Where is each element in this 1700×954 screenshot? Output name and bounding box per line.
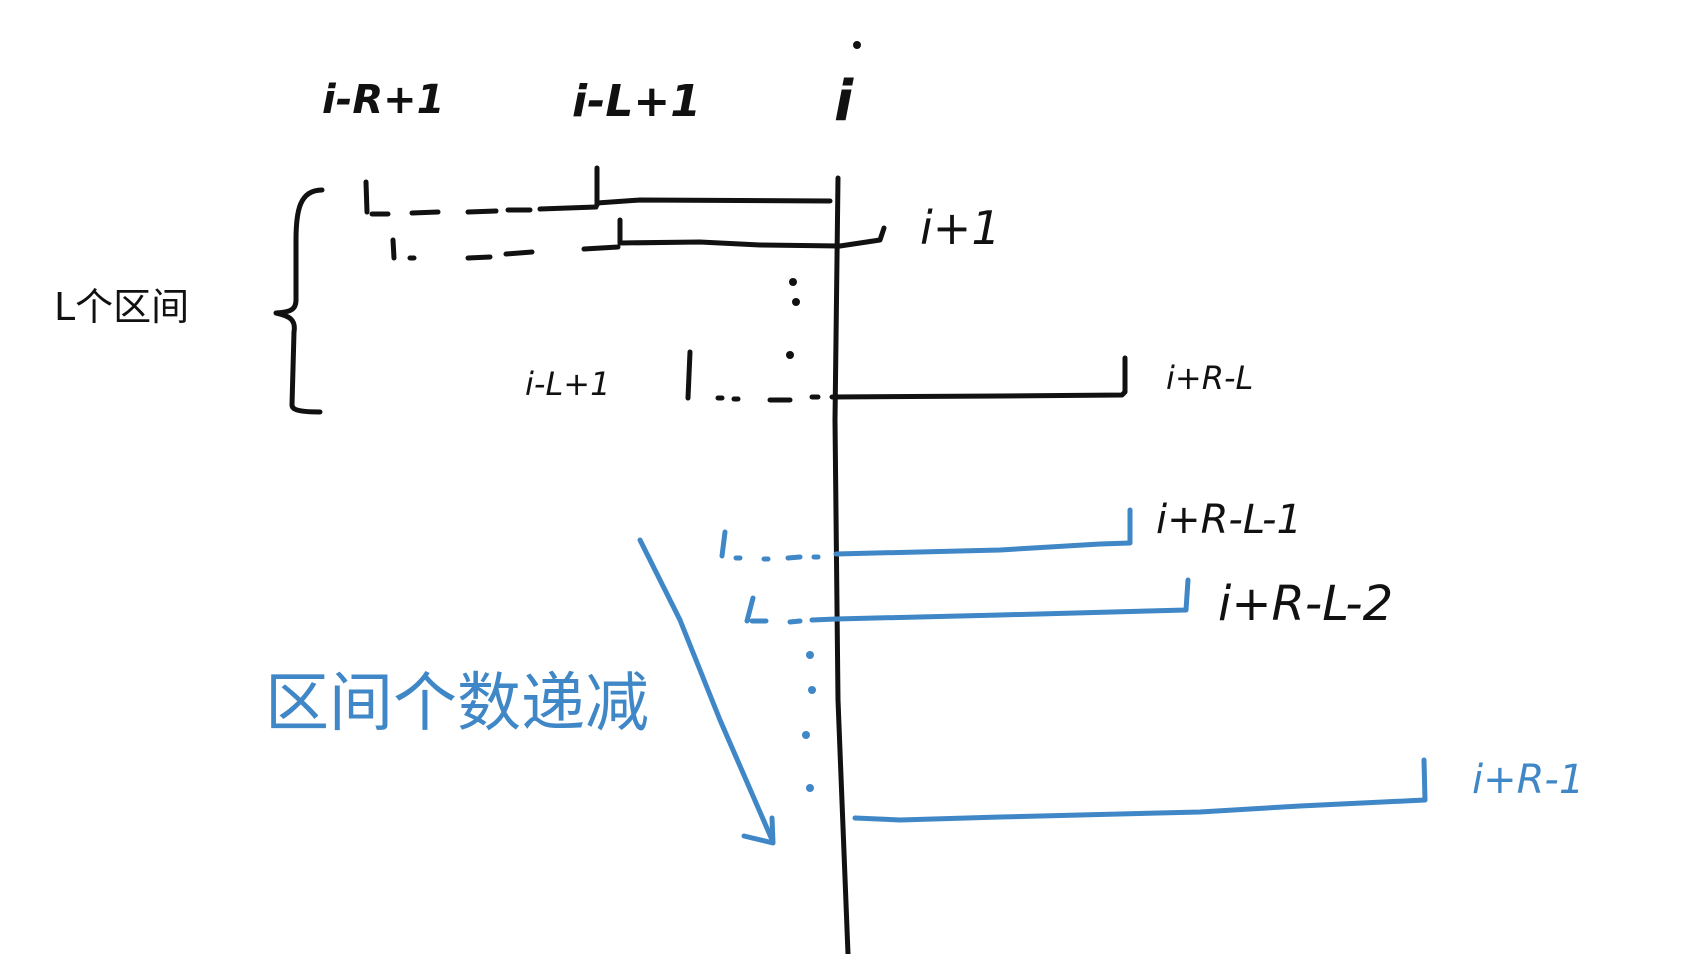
label-i-minus-L-plus-1-header: i-L+1 [572,76,701,127]
black-interval-L-solid [829,355,1128,400]
label-i-plus-R-minus-L-minus-1: i+R-L-1 [1156,497,1302,543]
black-interval-1-solid [594,197,833,206]
label-i-plus-1: i+1 [920,201,1001,255]
black-interval-2-dashes [390,237,621,261]
ellipsis-dots-blue [802,651,816,792]
blue-interval-1-left [719,529,821,562]
curly-brace [273,187,325,415]
black-interval-L-tick-left [685,349,693,401]
black-interval-L-dashes [715,394,821,403]
black-interval-1-dashes [363,179,599,217]
label-i-plus-R-minus-L-minus-2: i+R-L-2 [1218,576,1394,632]
ellipsis-dots-black [786,278,800,359]
center-axis-line [832,175,851,954]
label-i: i [834,69,854,134]
i-dot [853,41,861,49]
label-i-minus-L-plus-1-row: i-L+1 [525,365,611,403]
label-i-plus-R-minus-L: i+R-L [1166,359,1254,397]
blue-interval-2-solid [833,577,1191,622]
label-i-plus-R-minus-1: i+R-1 [1472,757,1585,803]
down-arrow-icon [637,537,776,846]
group-label-L-intervals: L个区间 [54,285,190,329]
label-i-minus-R-plus-1: i-R+1 [322,77,445,123]
blue-interval-last-solid [852,757,1428,823]
blue-interval-2-left [744,595,839,625]
annotation-decreasing-interval-count: 区间个数递减 [265,667,649,741]
blue-interval-1-solid [833,507,1133,557]
black-interval-2-solid [617,225,887,249]
